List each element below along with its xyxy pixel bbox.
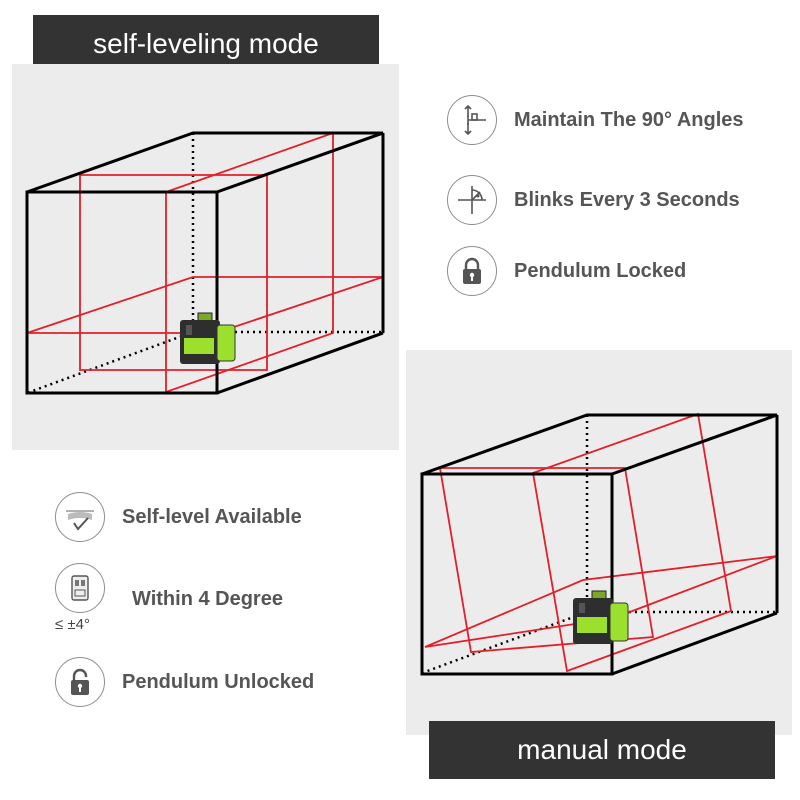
feature-label: Within 4 Degree [132, 587, 283, 610]
feature-blinks-every-3-seconds: Blinks Every 3 Seconds [447, 175, 740, 225]
device-tilt-icon [55, 563, 105, 613]
feature-label: Pendulum Unlocked [122, 670, 315, 693]
manual-mode-title: manual mode [517, 734, 687, 765]
feature-within-4-degree: ≤ ±4° Within 4 Degree [55, 563, 283, 635]
self-leveling-mode-banner: self-leveling mode [33, 15, 379, 73]
tilt-range-caption: ≤ ±4° [55, 616, 90, 633]
laser-level-device-top [180, 312, 236, 364]
protractor-icon [447, 175, 497, 225]
feature-pendulum-unlocked: Pendulum Unlocked [55, 657, 314, 707]
self-leveling-panel [12, 64, 399, 450]
self-leveling-mode-title: self-leveling mode [93, 28, 319, 59]
feature-label: Maintain The 90° Angles [514, 108, 744, 131]
padlock-locked-icon [447, 246, 497, 296]
feature-pendulum-locked: Pendulum Locked [447, 246, 686, 296]
padlock-unlocked-icon [55, 657, 105, 707]
manual-mode-banner: manual mode [429, 721, 775, 779]
level-tilt-icon [55, 492, 105, 542]
right-angle-icon [447, 95, 497, 145]
laser-level-device-bottom [573, 590, 629, 644]
feature-label: Pendulum Locked [514, 259, 687, 282]
feature-maintain-90-angles: Maintain The 90° Angles [447, 95, 744, 145]
feature-self-level-available: Self-level Available [55, 492, 302, 542]
feature-label: Self-level Available [122, 505, 302, 528]
feature-label: Blinks Every 3 Seconds [514, 188, 740, 211]
